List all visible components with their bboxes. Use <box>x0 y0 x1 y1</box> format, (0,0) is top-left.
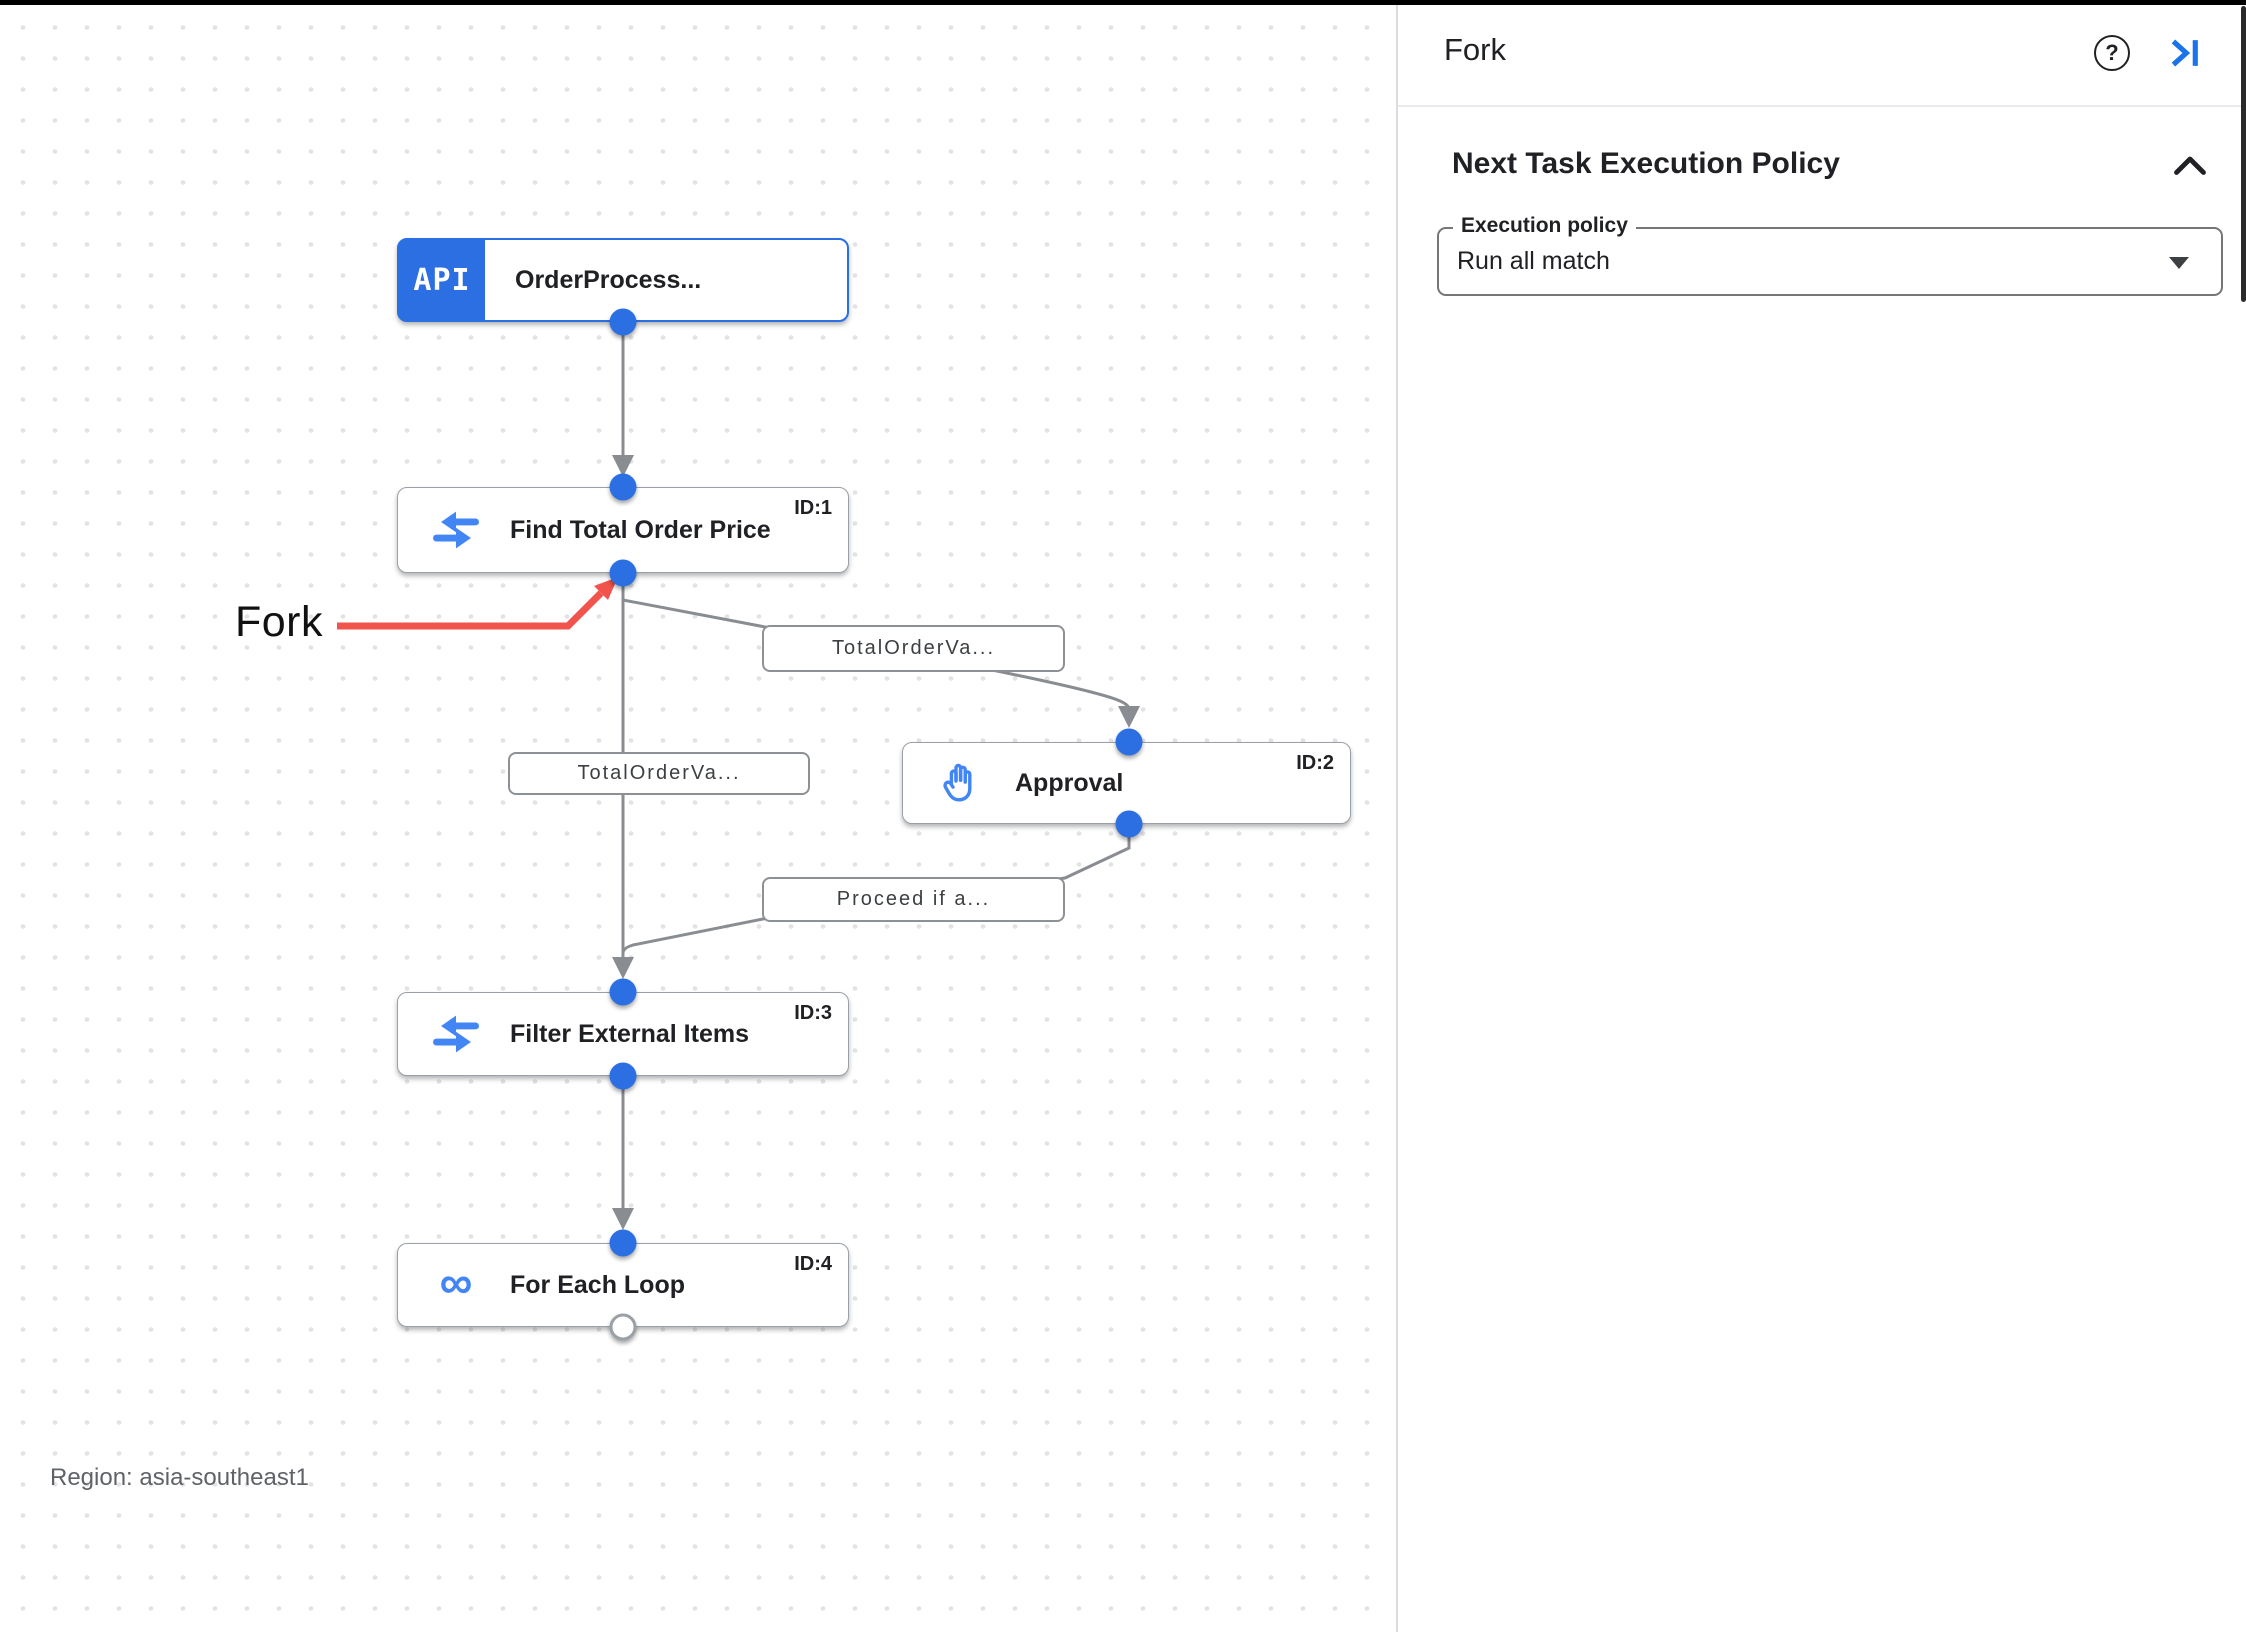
arrowhead-find-in <box>612 455 634 477</box>
node-title: Approval <box>1015 768 1124 797</box>
node-title: For Each Loop <box>510 1270 685 1299</box>
port-loop-out[interactable] <box>609 1313 637 1341</box>
port-approval-out[interactable] <box>1115 810 1143 838</box>
region-label: Region: asia-southeast1 <box>50 1464 309 1491</box>
port-find-in[interactable] <box>609 473 637 501</box>
approval-hand-icon <box>935 757 987 809</box>
scrollbar-thumb[interactable] <box>2241 6 2246 302</box>
chevron-up-icon[interactable] <box>2172 152 2208 178</box>
dropdown-arrow-icon <box>2169 257 2189 269</box>
edge-find-to-approval <box>622 598 1131 710</box>
node-find-total-order-price[interactable]: ID:1 Find Total Order Price <box>397 487 849 573</box>
canvas-panel-divider <box>1396 0 1398 1632</box>
infinity-glyph: ∞ <box>439 1256 473 1308</box>
config-panel-fork: Fork ? Next Task Execution Policy Execut… <box>1398 0 2246 1632</box>
port-filter-out[interactable] <box>609 1062 637 1090</box>
fork-annotation-arrow <box>337 590 604 630</box>
port-loop-in[interactable] <box>609 1229 637 1257</box>
node-for-each-loop[interactable]: ID:4 ∞ For Each Loop <box>397 1243 849 1327</box>
data-mapping-icon <box>430 1008 482 1060</box>
execution-policy-select[interactable]: Execution policy Run all match <box>1437 214 2223 296</box>
data-mapping-icon <box>430 504 482 556</box>
collapse-panel-icon[interactable] <box>2167 35 2203 71</box>
fork-callout-label: Fork <box>235 598 323 646</box>
help-icon[interactable]: ? <box>2094 35 2130 71</box>
node-title: Find Total Order Price <box>510 515 771 544</box>
integration-canvas[interactable]: API OrderProcess... ID:1 Find Total Orde… <box>0 0 1397 1632</box>
api-trigger-icon: API <box>399 240 485 320</box>
node-trigger-orderprocess[interactable]: API OrderProcess... <box>397 238 849 322</box>
node-filter-external-items[interactable]: ID:3 Filter External Items <box>397 992 849 1076</box>
task-id-badge: ID:1 <box>794 497 832 519</box>
window-top-edge <box>0 0 2246 5</box>
arrowhead-loop-in <box>612 1208 634 1230</box>
edge-label-totalorderva-down[interactable]: TotalOrderVa... <box>508 752 810 795</box>
task-id-badge: ID:2 <box>1296 752 1334 774</box>
execution-policy-label: Execution policy <box>1453 214 1636 238</box>
fork-annotation-arrowhead <box>594 577 618 600</box>
section-title-next-task-policy: Next Task Execution Policy <box>1452 147 1840 180</box>
node-approval[interactable]: ID:2 Approval <box>902 742 1351 824</box>
panel-title: Fork <box>1444 32 1506 67</box>
for-each-loop-icon: ∞ <box>430 1259 482 1311</box>
edge-label-totalorderva-right[interactable]: TotalOrderVa... <box>762 625 1065 672</box>
arrowhead-approval-in <box>1118 706 1140 728</box>
node-title: OrderProcess... <box>515 265 702 294</box>
node-title: Filter External Items <box>510 1019 749 1048</box>
edge-label-proceed-if[interactable]: Proceed if a... <box>762 877 1065 922</box>
port-filter-in[interactable] <box>609 978 637 1006</box>
arrowhead-filter-in <box>612 957 634 979</box>
port-find-out-fork[interactable] <box>609 559 637 587</box>
panel-header-divider <box>1398 105 2246 107</box>
panel-collapse-glyph <box>2171 39 2198 67</box>
task-id-badge: ID:3 <box>794 1002 832 1024</box>
task-id-badge: ID:4 <box>794 1253 832 1275</box>
execution-policy-value: Run all match <box>1457 247 1610 275</box>
port-trigger-out[interactable] <box>609 308 637 336</box>
port-approval-in[interactable] <box>1115 728 1143 756</box>
